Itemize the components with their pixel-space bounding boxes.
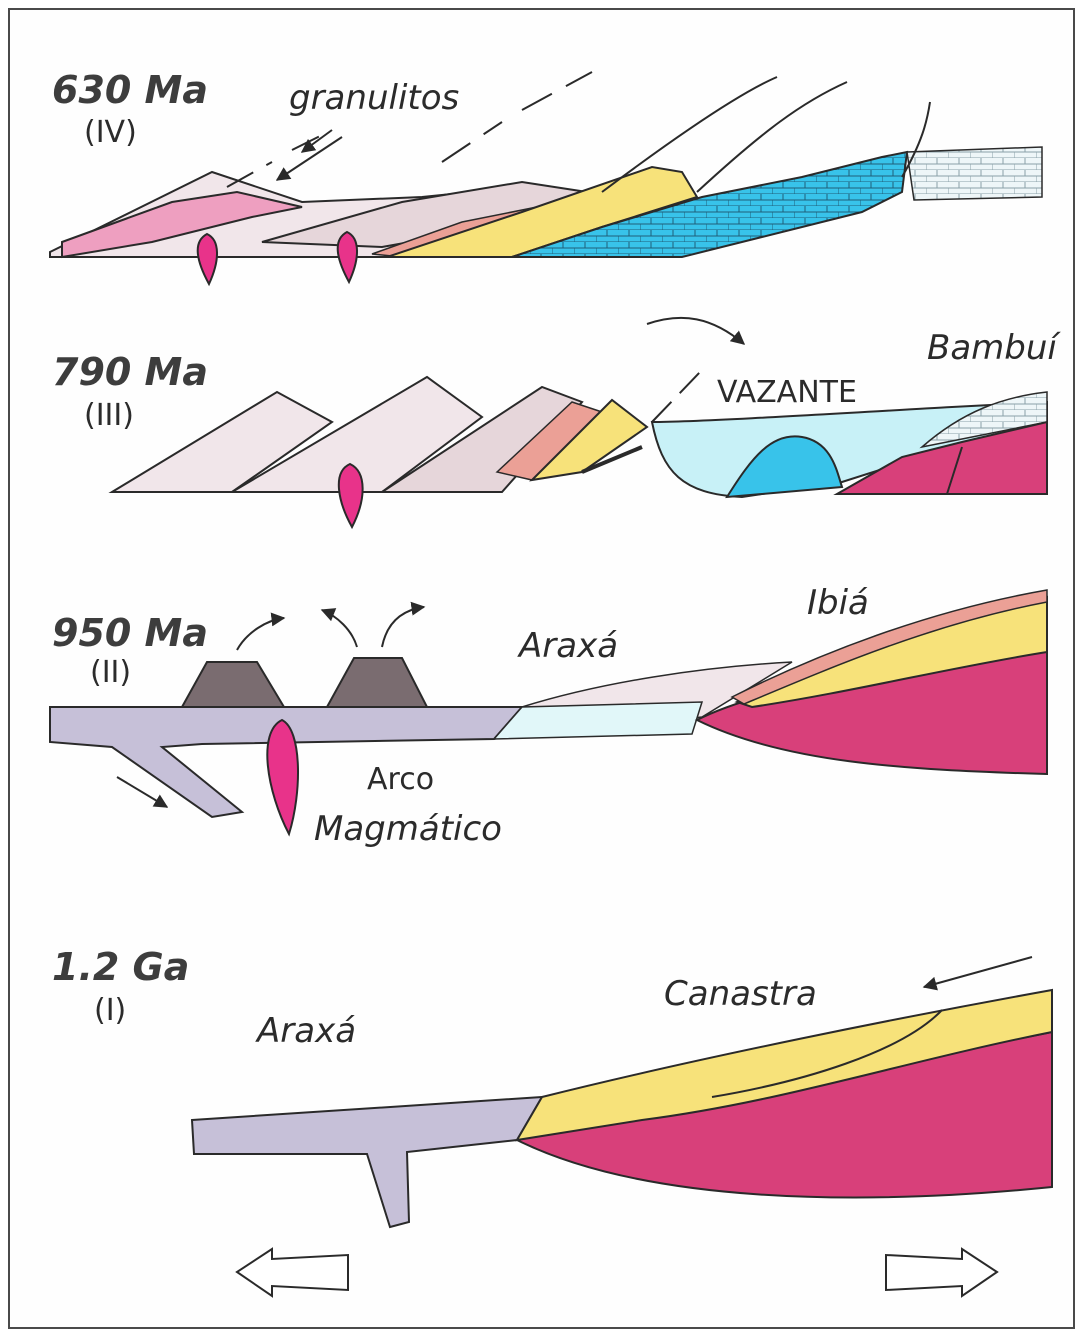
granulitos-label: granulitos bbox=[289, 78, 459, 118]
geological-evolution-diagram: 630 Ma (IV) granulitos 790 Ma (III) VAZA… bbox=[10, 10, 1077, 1331]
age-label-1-2: 1.2 Ga bbox=[52, 945, 189, 989]
age-label-790: 790 Ma bbox=[52, 350, 208, 394]
volcano-2 bbox=[327, 658, 427, 707]
pluton-iii bbox=[339, 464, 363, 527]
age-label-630: 630 Ma bbox=[52, 68, 208, 112]
light-cyan-shelf bbox=[494, 702, 702, 739]
stage-label-iii: (III) bbox=[84, 398, 134, 433]
araxa-label-ii: Araxá bbox=[517, 626, 618, 666]
vazante-label: VAZANTE bbox=[717, 375, 857, 410]
panel-1-2ga: 1.2 Ga (I) Canastra Araxá bbox=[52, 945, 1052, 1227]
bambui-carbonate bbox=[907, 147, 1042, 200]
pluton-1 bbox=[198, 234, 217, 284]
volcano-1 bbox=[182, 662, 284, 707]
pluton-ii bbox=[267, 720, 298, 834]
stage-label-iv: (IV) bbox=[84, 115, 137, 150]
canastra-label: Canastra bbox=[664, 974, 817, 1014]
ibia-label: Ibiá bbox=[807, 583, 869, 623]
araxa-dike-crust bbox=[192, 1097, 542, 1227]
stage-label-ii: (II) bbox=[90, 655, 131, 690]
figure-frame: 630 Ma (IV) granulitos 790 Ma (III) VAZA… bbox=[8, 8, 1075, 1329]
bambui-label: Bambuí bbox=[927, 328, 1061, 368]
magmatico-label: Magmático bbox=[314, 809, 502, 849]
araxa-label-i: Araxá bbox=[255, 1011, 356, 1051]
pluton-2 bbox=[338, 232, 357, 282]
age-label-950: 950 Ma bbox=[52, 611, 208, 655]
stage-label-i: (I) bbox=[94, 993, 126, 1028]
panel-630ma: 630 Ma (IV) granulitos bbox=[50, 68, 1042, 284]
arco-label: Arco bbox=[367, 762, 434, 797]
hollow-arrow-left-icon bbox=[237, 1249, 348, 1296]
panel-950ma: 950 Ma (II) Ibiá Araxá Arco Magmático bbox=[50, 583, 1047, 849]
panel-790ma: 790 Ma (III) VAZANTE Bambuí bbox=[52, 318, 1061, 527]
hollow-arrow-right-icon bbox=[886, 1249, 997, 1296]
